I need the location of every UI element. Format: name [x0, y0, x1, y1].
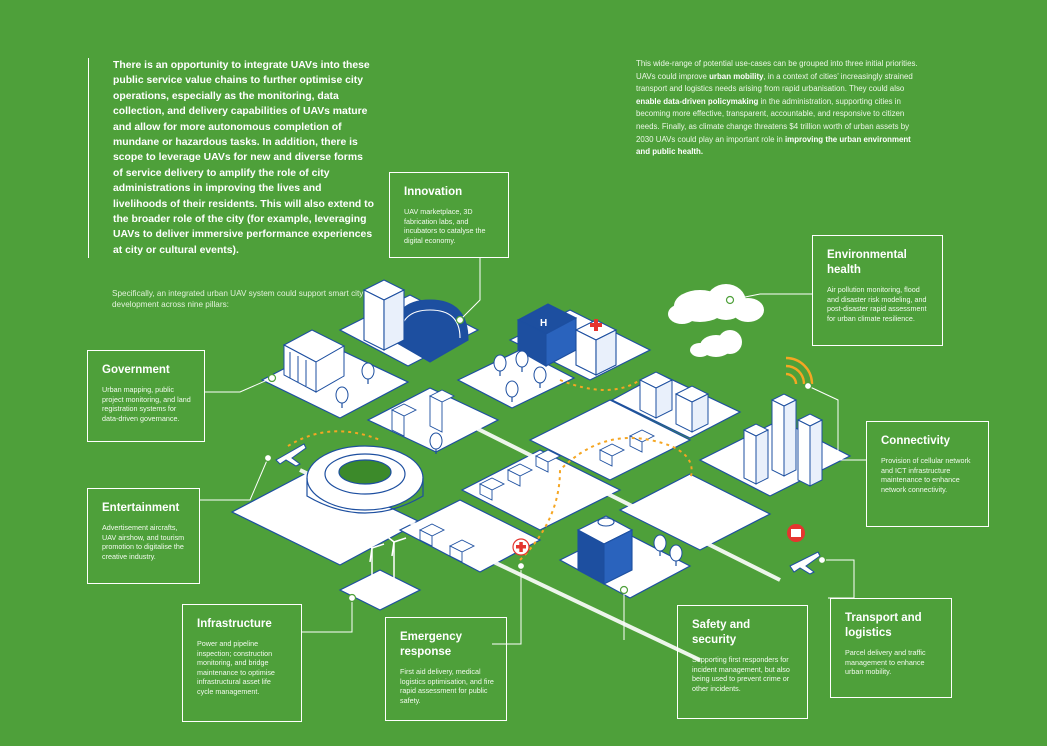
pillar-emergency-response: Emergency response First aid delivery, m…: [385, 617, 507, 721]
priority-urban-mobility: urban mobility: [709, 71, 764, 81]
pillar-title: Infrastructure: [197, 618, 272, 630]
residential-block-d: [528, 399, 692, 481]
pillar-infrastructure: Infrastructure Power and pipeline inspec…: [182, 604, 302, 722]
pillar-title: Environmental health: [827, 249, 907, 276]
pillar-text: Supporting first responders for incident…: [692, 655, 790, 693]
pillar-title: Innovation: [404, 186, 463, 198]
drone-route: [287, 379, 693, 561]
signal-icon: [785, 356, 814, 385]
priority-urban-environment: improving the urban environment and publ…: [636, 134, 911, 157]
svg-text:H: H: [540, 318, 547, 329]
priorities-text-3: in the administration, supporting cities…: [636, 96, 910, 144]
priorities-text-1: This wide-range of potential use-cases c…: [636, 59, 918, 81]
pillar-transport-logistics: Transport and logistics Parcel delivery …: [830, 598, 952, 698]
cloud-icon: [668, 284, 764, 357]
residential-block-b: [460, 449, 622, 531]
pillar-environmental-health: Environmental health Air pollution monit…: [812, 235, 943, 346]
pillar-text: Provision of cellular network and ICT in…: [881, 456, 971, 494]
pillar-title: Transport and logistics: [845, 612, 922, 639]
pillar-text: Urban mapping, public project monitoring…: [102, 385, 191, 423]
pillar-innovation: Innovation UAV marketplace, 3D fabricati…: [389, 172, 509, 258]
pillar-text: First aid delivery, medical logistics op…: [400, 667, 494, 705]
wind-turbine-icon: [361, 533, 407, 588]
plane-icon: [275, 443, 821, 575]
pillar-text: Advertisement aircrafts, UAV airshow, an…: [102, 523, 185, 561]
police-block: [618, 473, 772, 551]
priorities-paragraph: This wide-range of potential use-cases c…: [636, 58, 918, 159]
pillar-text: Parcel delivery and traffic management t…: [845, 648, 926, 677]
priorities-text-2: , in a context of cities’ increasingly s…: [636, 71, 913, 94]
pillar-entertainment: Entertainment Advertisement aircrafts, U…: [87, 488, 200, 584]
intro-subtext: Specifically, an integrated urban UAV sy…: [112, 289, 364, 309]
pillar-title: Emergency response: [400, 631, 463, 658]
wind-farm-block: [338, 569, 422, 611]
pillar-connectivity: Connectivity Provision of cellular netwo…: [866, 421, 989, 527]
pillar-text: UAV marketplace, 3D fabrication labs, an…: [404, 207, 486, 245]
first-aid-icon: [512, 538, 530, 556]
pillar-title: Government: [102, 364, 170, 376]
pillar-text: Power and pipeline inspection; construct…: [197, 639, 275, 696]
pillar-safety-security: Safety and security Supporting first res…: [677, 605, 808, 719]
intro-paragraph: There is an opportunity to integrate UAV…: [88, 58, 375, 259]
pillar-text: Air pollution monitoring, flood and disa…: [827, 285, 927, 323]
pillar-government: Government Urban mapping, public project…: [87, 350, 205, 442]
priority-data-driven-policy: enable data-driven policymaking: [636, 96, 759, 106]
pillar-title: Connectivity: [881, 435, 951, 447]
pillar-title: Safety and security: [692, 619, 751, 646]
parcel-icon: [787, 524, 805, 542]
pillar-title: Entertainment: [102, 502, 180, 514]
